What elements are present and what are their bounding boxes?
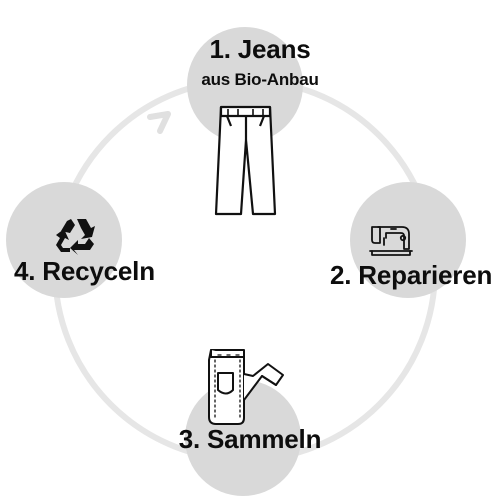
step-4-circle <box>6 182 122 298</box>
step-1-subtitle: aus Bio-Anbau <box>201 70 319 89</box>
step-1-circle <box>187 27 303 143</box>
step-2-circle <box>350 182 466 298</box>
folded-jeans-icon <box>208 349 284 425</box>
step-1-title: 1. Jeans <box>209 34 311 64</box>
step-2-title: 2. Reparieren <box>330 260 493 290</box>
cycle-arrow-icon <box>147 111 171 134</box>
step-4-title: 4. Recyceln <box>14 256 155 286</box>
recycle-icon <box>56 219 95 255</box>
step-3-title: 3. Sammeln <box>178 424 322 454</box>
jeans-icon <box>214 105 277 216</box>
sewing-machine-icon <box>369 226 413 256</box>
